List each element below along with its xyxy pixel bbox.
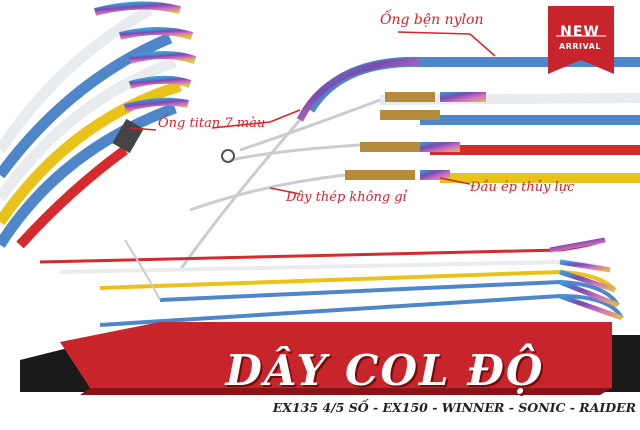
banner-shapes — [20, 322, 640, 395]
cable-bundle-lower — [39, 237, 624, 327]
new-arrival-badge: NEW ARRIVAL — [544, 4, 616, 80]
label-stainless-steel-wire: Dây thép không gỉ — [286, 190, 407, 205]
banner-models: EX135 4/5 SỐ - EX150 - WINNER - SONIC - … — [272, 400, 636, 415]
cable-bundle-left — [0, 1, 197, 249]
label-nylon-braided-hose: Ống bện nylon — [380, 12, 484, 28]
banner-title: DÂY COL ĐỘ — [225, 346, 545, 395]
label-pointers — [129, 31, 496, 195]
label-titanium-7-color-tube: Ống titan 7 màu — [158, 116, 266, 131]
badge-new-text: NEW — [560, 24, 600, 40]
label-hydraulic-crimp-end: Đầu ép thủy lực — [470, 180, 575, 195]
cable-bundle-center — [178, 56, 640, 271]
new-arrival-badge-shape — [548, 6, 614, 74]
badge-arrival-text: ARRIVAL — [559, 42, 601, 51]
